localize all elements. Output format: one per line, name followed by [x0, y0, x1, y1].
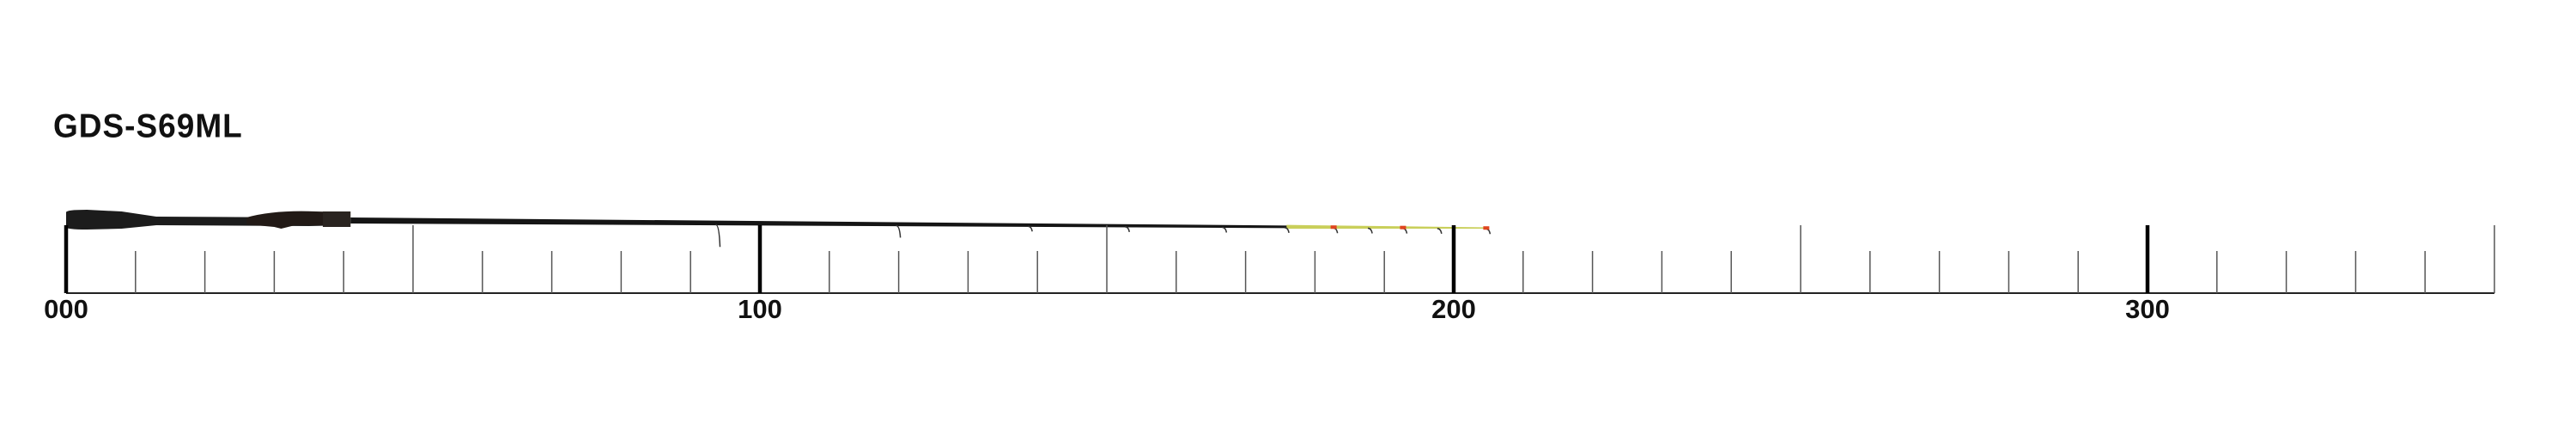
rod-guide [896, 224, 902, 238]
rod-guide [1367, 227, 1373, 234]
ruler-label: 300 [2125, 294, 2170, 324]
guide-wrap [1483, 226, 1490, 230]
ruler [64, 225, 2495, 294]
rod-guide [1285, 227, 1290, 234]
rod-guide [1028, 225, 1033, 232]
rod-model-title: GDS-S69ML [53, 107, 243, 144]
reel-seat-nut [322, 211, 351, 227]
rod-blank [350, 217, 1288, 229]
ruler-label: 200 [1431, 294, 1476, 324]
fishing-rod-image [66, 210, 1492, 248]
rod-guide [1222, 226, 1228, 233]
ruler-label: 000 [44, 294, 88, 324]
rod-guide [715, 224, 721, 248]
rod-guide [1125, 226, 1130, 233]
guide-wrap [1330, 225, 1337, 230]
rod-guide [1437, 228, 1443, 235]
rod-tip-section [1286, 224, 1489, 230]
ruler-label: 100 [738, 294, 782, 324]
guide-wrap [1400, 225, 1406, 230]
reel-seat [246, 211, 344, 229]
